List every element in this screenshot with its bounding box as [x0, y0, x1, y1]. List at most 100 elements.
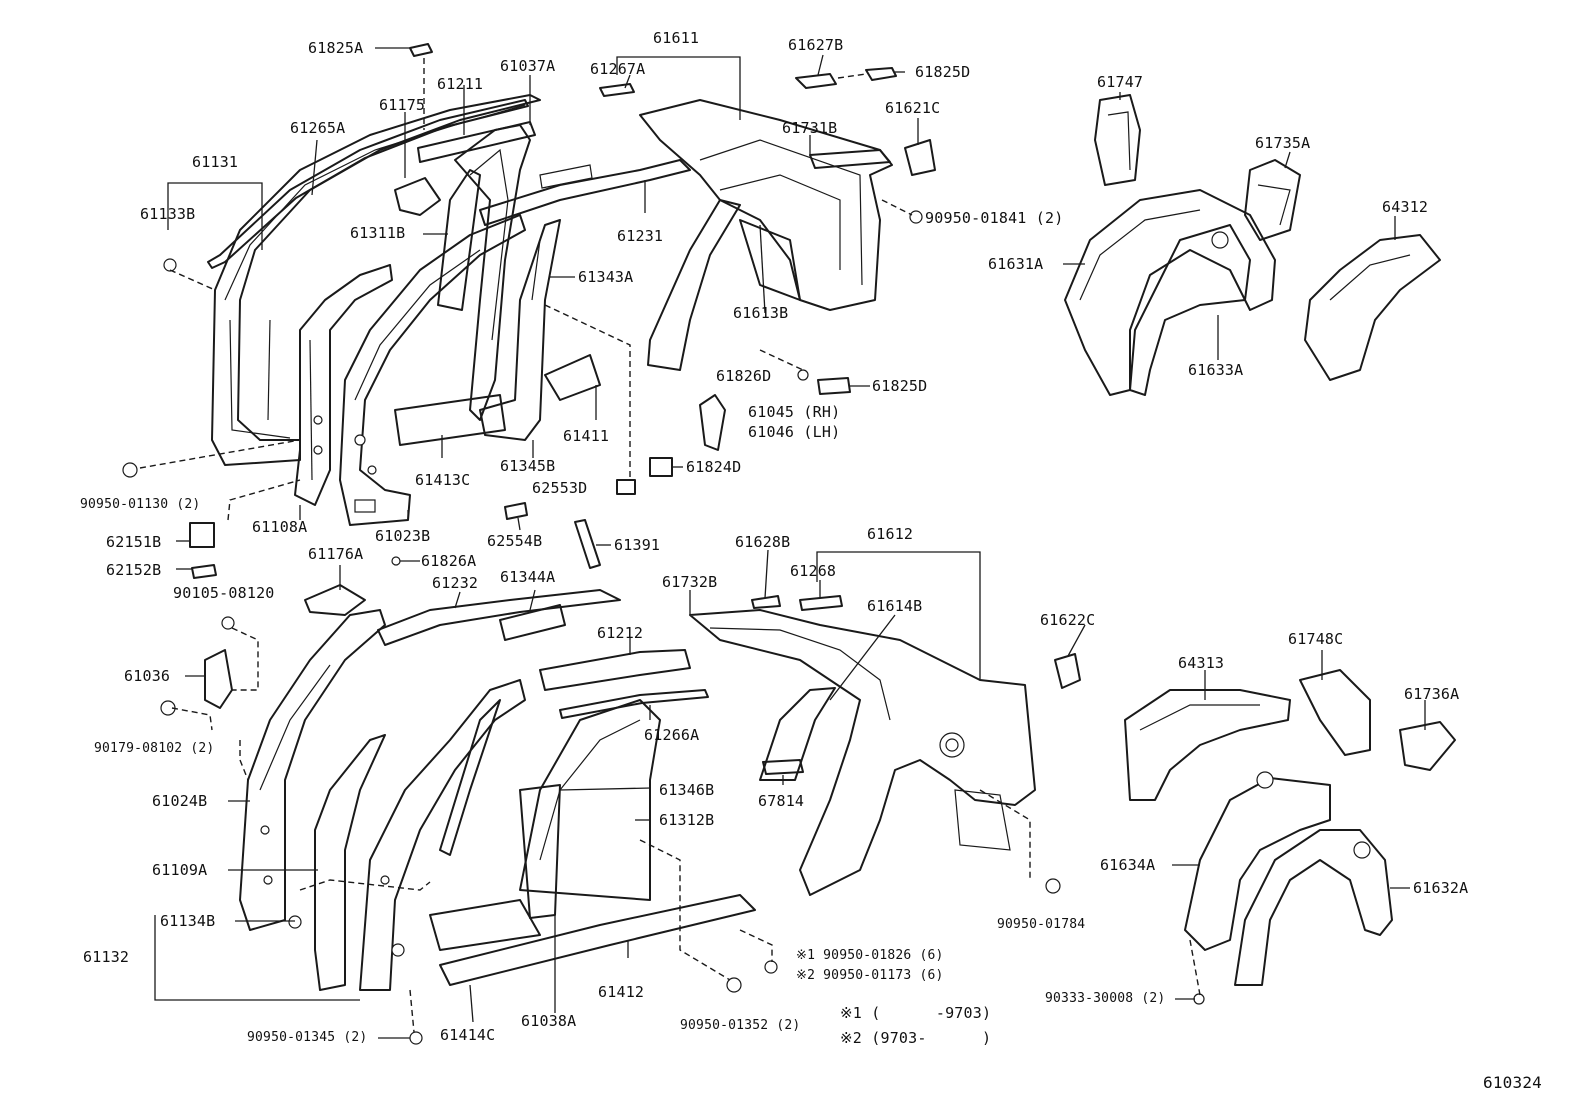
- part-61622C: [1054, 653, 1081, 689]
- label-61345B: 61345B: [500, 457, 556, 475]
- part-61747: [1094, 94, 1141, 186]
- label-61346B: 61346B: [659, 781, 715, 799]
- part-61634A-61632A-wheelhouse: [1184, 771, 1393, 986]
- label-90950-01352: 90950-01352 (2): [680, 1018, 801, 1033]
- label-61312B: 61312B: [659, 811, 715, 829]
- label-61024B: 61024B: [152, 792, 208, 810]
- part-67814: [762, 759, 804, 775]
- part-61232-roof-rail: [377, 589, 621, 646]
- label-61175: 61175: [379, 96, 426, 114]
- part-61628B: [751, 595, 781, 609]
- fasteners: [122, 210, 1205, 1045]
- label-90950-01345: 90950-01345 (2): [247, 1030, 368, 1045]
- label-61411: 61411: [563, 427, 610, 445]
- part-61268: [799, 595, 843, 611]
- leader-lines: [154, 47, 1426, 1039]
- label-61627B: 61627B: [788, 36, 844, 54]
- part-61036-bracket: [204, 649, 233, 709]
- label-67814: 67814: [758, 792, 805, 810]
- label-62553D: 62553D: [532, 479, 588, 497]
- label-61133B: 61133B: [140, 205, 196, 223]
- part-62554B: [504, 502, 528, 520]
- label-61132: 61132: [83, 948, 130, 966]
- label-61211: 61211: [437, 75, 484, 93]
- part-61748C: [1299, 669, 1371, 756]
- label-61176A: 61176A: [308, 545, 364, 563]
- label-61266A: 61266A: [644, 726, 700, 744]
- part-61824D: [649, 457, 673, 477]
- figure-id: 610324: [1483, 1073, 1542, 1092]
- part-61825A-clip: [409, 43, 433, 57]
- part-61211-rail: [417, 121, 536, 163]
- part-61611-quarter-inner: [639, 99, 893, 371]
- label-61414C: 61414C: [440, 1026, 496, 1044]
- label-62151B: 62151B: [106, 533, 162, 551]
- part-61731B: [809, 149, 891, 169]
- part-61412-rocker: [439, 894, 756, 986]
- part-61343A-61345B: [479, 219, 561, 441]
- part-61612-quarter-panel: [689, 609, 1036, 896]
- label-61036: 61036: [124, 667, 171, 685]
- part-61175-bracket: [394, 177, 441, 216]
- part-61212: [539, 649, 691, 691]
- part-61024B-61109A: [239, 609, 386, 991]
- part-61735A: [1244, 159, 1301, 241]
- label-61731B: 61731B: [782, 119, 838, 137]
- label-90105-08120: 90105-08120: [173, 584, 275, 602]
- label-61045: 61045 (RH): [748, 403, 841, 421]
- label-61622C: 61622C: [1040, 611, 1096, 629]
- part-61391: [574, 519, 601, 569]
- note-1: ※1 ( -9703): [840, 1004, 992, 1022]
- part-61825D-clip-mid: [817, 377, 851, 395]
- label-61134B: 61134B: [160, 912, 216, 930]
- part-61621C: [904, 139, 936, 176]
- label-61037A: 61037A: [500, 57, 556, 75]
- label-64312: 64312: [1382, 198, 1429, 216]
- part-64312: [1304, 234, 1441, 381]
- part-61231-roof-rail: [479, 159, 691, 226]
- part-61176A: [304, 584, 366, 616]
- label-61628B: 61628B: [735, 533, 791, 551]
- part-62553D: [616, 479, 636, 495]
- label-61412: 61412: [598, 983, 645, 1001]
- label-64313: 64313: [1178, 654, 1225, 672]
- label-61343A: 61343A: [578, 268, 634, 286]
- label-90950-01826: ※1 90950-01826 (6): [796, 948, 944, 963]
- label-61344A: 61344A: [500, 568, 556, 586]
- label-90333-30008: 90333-30008 (2): [1045, 991, 1166, 1006]
- label-61748C: 61748C: [1288, 630, 1344, 648]
- label-61631A: 61631A: [988, 255, 1044, 273]
- label-61413C: 61413C: [415, 471, 471, 489]
- label-61131: 61131: [192, 153, 239, 171]
- label-61231: 61231: [617, 227, 664, 245]
- label-61747: 61747: [1097, 73, 1144, 91]
- label-61735A: 61735A: [1255, 134, 1311, 152]
- label-61824D: 61824D: [686, 458, 742, 476]
- label-62152B: 62152B: [106, 561, 162, 579]
- label-61825A-top: 61825A: [308, 39, 364, 57]
- label-90950-01130: 90950-01130 (2): [80, 497, 201, 512]
- label-61826A: 61826A: [421, 552, 477, 570]
- label-61265A: 61265A: [290, 119, 346, 137]
- part-61631A-61633A-wheelhouse: [1064, 189, 1276, 396]
- label-61736A: 61736A: [1404, 685, 1460, 703]
- label-61612: 61612: [867, 525, 914, 543]
- dashed-leaders: [139, 58, 1201, 1033]
- label-61268: 61268: [790, 562, 837, 580]
- part-61413C-sill-reinforce: [394, 394, 506, 446]
- part-64313: [1124, 689, 1291, 801]
- label-61613B: 61613B: [733, 304, 789, 322]
- part-61265A-rail: [207, 99, 529, 269]
- part-61411-bracket: [544, 354, 601, 401]
- label-61212: 61212: [597, 624, 644, 642]
- label-61633A: 61633A: [1188, 361, 1244, 379]
- label-61632A: 61632A: [1413, 879, 1469, 897]
- part-61627B: [795, 73, 837, 89]
- label-61232: 61232: [432, 574, 479, 592]
- part-61045-bracket: [699, 394, 726, 451]
- label-90950-01173: ※2 90950-01173 (6): [796, 968, 944, 983]
- label-61611: 61611: [653, 29, 700, 47]
- part-61108A-pillar: [294, 264, 393, 506]
- label-90179-08102: 90179-08102 (2): [94, 741, 215, 756]
